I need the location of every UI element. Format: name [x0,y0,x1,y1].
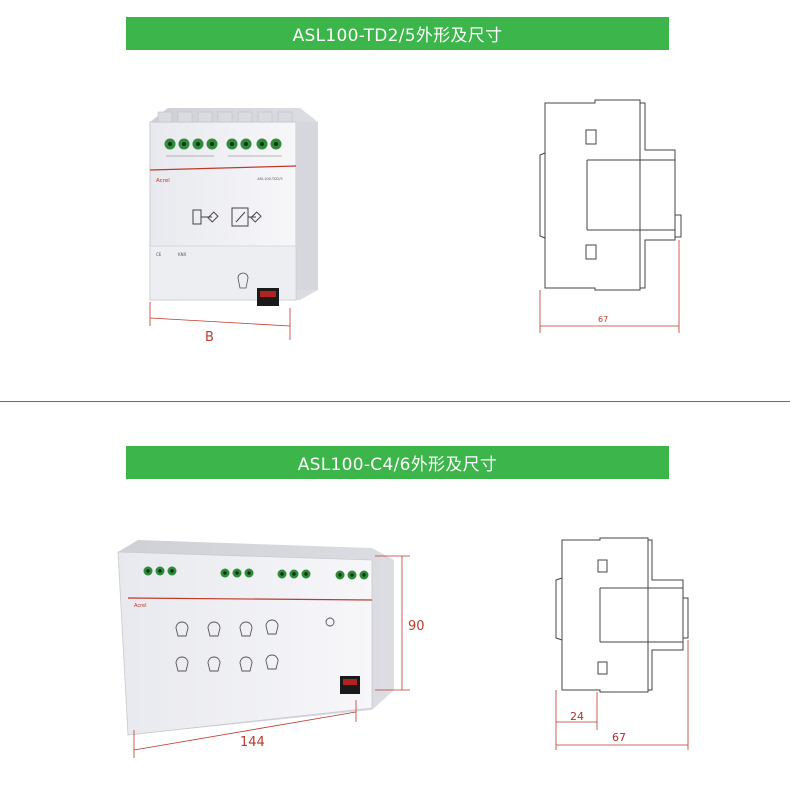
dimension-label: 144 [240,735,265,750]
dimension-width: 144 [133,700,357,758]
section-title-banner: ASL100-TD2/5外形及尺寸 [126,17,669,50]
dimension-label: 67 [598,315,608,324]
product-photo-td2: Acrel ASL100-TD2/5 CE KNX B [149,108,318,345]
dimension-label: B [205,330,214,345]
section-title: ASL100-TD2/5外形及尺寸 [292,26,503,46]
model-label: ASL100-TD2/5 [257,177,282,181]
dimension-label: 24 [570,710,584,723]
dimension-label: 67 [612,731,626,744]
svg-text:KNX: KNX [178,252,187,257]
dimension-width: B [149,302,291,345]
dimension-offset: 24 [555,690,598,730]
brand-logo: Acrel [156,178,170,184]
channel-buttons [175,617,335,672]
side-drawing-td2 [539,99,682,291]
side-drawing-c4 [555,537,689,693]
terminal-row [143,566,369,580]
svg-text:CE: CE [156,252,162,257]
dimension-label: 90 [408,619,425,634]
dimension-depth: 67 [555,640,689,750]
dimmer-symbol [192,207,262,227]
section-divider [0,401,790,402]
section-title-banner: ASL100-C4/6外形及尺寸 [126,446,669,479]
dimension-depth: 67 [539,240,680,333]
product-photo-c4: Acrel 90 144 [117,540,425,758]
brand-logo: Acrel [134,603,147,609]
terminal-row [164,138,282,150]
section-title: ASL100-C4/6外形及尺寸 [297,455,498,475]
dimension-height: 90 [375,555,425,691]
